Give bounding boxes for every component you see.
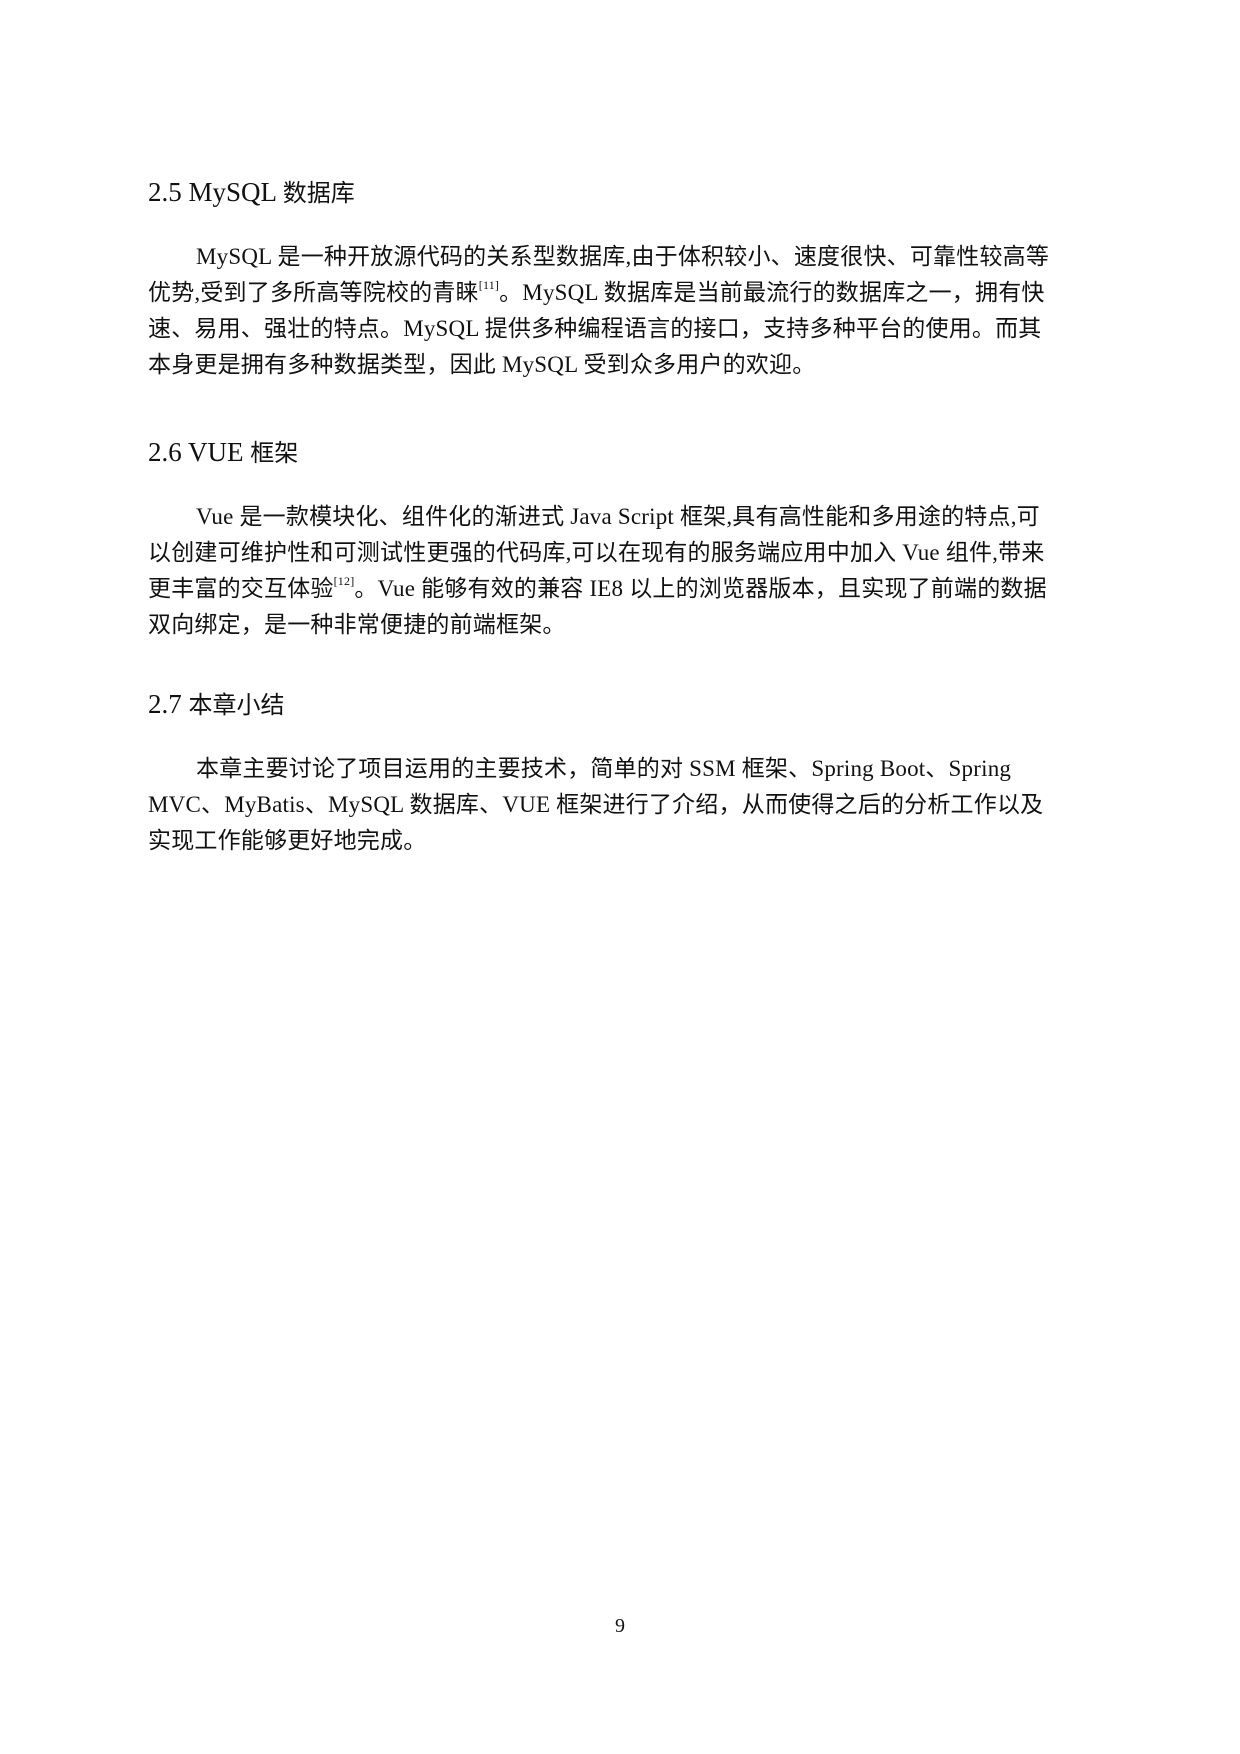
line-text: 。Vue 能够有效的兼容 IE8 以上的浏览器版本，且实现了前端的数据 bbox=[354, 576, 1047, 601]
citation[interactable]: [12] bbox=[333, 574, 355, 588]
paragraph-line: MySQL 是一种开放源代码的关系型数据库,由于体积较小、速度很快、可靠性较高等 bbox=[196, 244, 1050, 269]
paragraph-line: 实现工作能够更好地完成。 bbox=[148, 828, 427, 853]
citation[interactable]: [11] bbox=[478, 278, 500, 292]
section-paragraph: MySQL 是一种开放源代码的关系型数据库,由于体积较小、速度很快、可靠性较高等… bbox=[148, 239, 1116, 383]
section-title-zh: 框架 bbox=[250, 439, 299, 467]
section-paragraph: Vue 是一款模块化、组件化的渐进式 Java Script 框架,具有高性能和… bbox=[148, 499, 1116, 643]
line-text: 。MySQL 数据库是当前最流行的数据库之一，拥有快 bbox=[499, 280, 1045, 305]
paragraph-line: 双向绑定，是一种非常便捷的前端框架。 bbox=[148, 612, 566, 637]
section-2-7: 2.7 本章小结 本章主要讨论了项目运用的主要技术，简单的对 SSM 框架、Sp… bbox=[148, 686, 1116, 859]
section-number: 2.6 bbox=[148, 437, 182, 467]
paragraph-line: MVC、MyBatis、MySQL 数据库、VUE 框架进行了介绍，从而使得之后… bbox=[148, 792, 1044, 817]
paragraph-line: Vue 是一款模块化、组件化的渐进式 Java Script 框架,具有高性能和… bbox=[196, 504, 1040, 529]
section-heading: 2.6 VUE 框架 bbox=[148, 434, 1116, 471]
section-2-5: 2.5 MySQL 数据库 MySQL 是一种开放源代码的关系型数据库,由于体积… bbox=[148, 174, 1116, 383]
section-title-latin: VUE bbox=[188, 437, 244, 467]
section-title-zh: 数据库 bbox=[282, 179, 355, 207]
section-paragraph: 本章主要讨论了项目运用的主要技术，简单的对 SSM 框架、Spring Boot… bbox=[148, 751, 1116, 859]
paragraph-line: 更丰富的交互体验[12]。Vue 能够有效的兼容 IE8 以上的浏览器版本，且实… bbox=[148, 571, 1116, 607]
section-2-6: 2.6 VUE 框架 Vue 是一款模块化、组件化的渐进式 Java Scrip… bbox=[148, 434, 1116, 643]
paragraph-line: 本章主要讨论了项目运用的主要技术，简单的对 SSM 框架、Spring Boot… bbox=[196, 756, 1012, 781]
section-number: 2.7 bbox=[148, 689, 182, 719]
paragraph-line: 速、易用、强壮的特点。MySQL 提供多种编程语言的接口，支持多种平台的使用。而… bbox=[148, 316, 1042, 341]
section-title-latin: MySQL bbox=[188, 177, 277, 207]
paragraph-line: 本身更是拥有多种数据类型，因此 MySQL 受到众多用户的欢迎。 bbox=[148, 352, 816, 377]
paragraph-line: 优势,受到了多所高等院校的青睐[11]。MySQL 数据库是当前最流行的数据库之… bbox=[148, 275, 1116, 311]
line-text: 优势,受到了多所高等院校的青睐 bbox=[148, 280, 479, 305]
section-heading: 2.5 MySQL 数据库 bbox=[148, 174, 1116, 211]
line-text: 更丰富的交互体验 bbox=[148, 576, 334, 601]
page-number: 9 bbox=[615, 1615, 625, 1637]
section-number: 2.5 bbox=[148, 177, 182, 207]
section-title-zh: 本章小结 bbox=[188, 691, 285, 719]
paragraph-line: 以创建可维护性和可测试性更强的代码库,可以在现有的服务端应用中加入 Vue 组件… bbox=[148, 540, 1045, 565]
section-heading: 2.7 本章小结 bbox=[148, 686, 1116, 723]
